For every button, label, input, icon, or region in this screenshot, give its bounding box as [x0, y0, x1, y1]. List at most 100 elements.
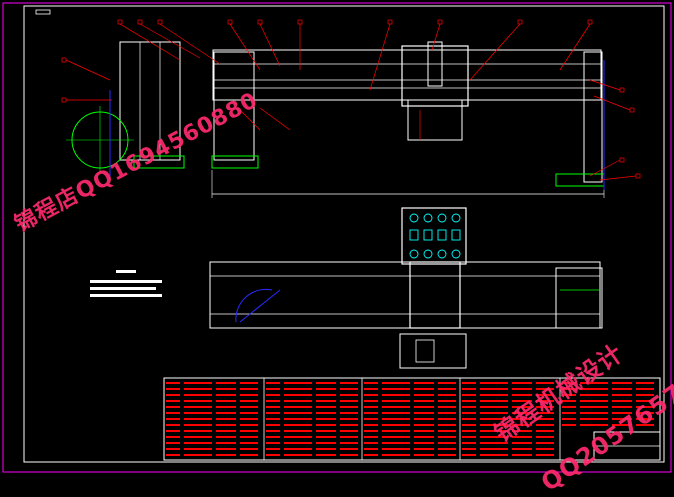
- parts-list-cell: [184, 400, 212, 402]
- parts-list-cell: [580, 388, 608, 390]
- parts-list-cell: [240, 406, 258, 408]
- parts-list-cell: [480, 418, 508, 420]
- parts-list-cell: [166, 418, 180, 420]
- parts-list-cell: [438, 406, 456, 408]
- parts-list-cell: [266, 430, 280, 432]
- parts-list-cell: [536, 424, 554, 426]
- parts-list-cell: [512, 454, 532, 456]
- top-right-block: [555, 267, 603, 329]
- carriage-lower: [407, 99, 463, 141]
- parts-list-cell: [536, 394, 554, 396]
- parts-list-cell: [284, 424, 312, 426]
- parts-list-cell: [316, 454, 336, 456]
- parts-list-cell: [636, 400, 654, 402]
- parts-list-cell: [316, 400, 336, 402]
- parts-list-cell: [536, 400, 554, 402]
- parts-list-cell: [462, 448, 476, 450]
- parts-list-cell: [462, 400, 476, 402]
- parts-list-cell: [536, 406, 554, 408]
- parts-list-cell: [462, 430, 476, 432]
- inner-frame: [23, 5, 665, 463]
- parts-list-cell: [284, 418, 312, 420]
- parts-list-cell: [284, 400, 312, 402]
- parts-list-cell: [364, 382, 378, 384]
- parts-list-cell: [216, 436, 236, 438]
- parts-list-cell: [438, 418, 456, 420]
- parts-list-cell: [612, 424, 632, 426]
- foot-right: [555, 173, 605, 187]
- parts-list-cell: [266, 418, 280, 420]
- parts-list-cell: [462, 382, 476, 384]
- parts-list-cell: [240, 418, 258, 420]
- parts-list-cell: [414, 394, 434, 396]
- parts-list-cell: [382, 430, 410, 432]
- parts-list-cell: [382, 424, 410, 426]
- parts-list-cell: [316, 424, 336, 426]
- parts-list-cell: [382, 382, 410, 384]
- parts-list-cell: [512, 388, 532, 390]
- parts-list-cell: [382, 442, 410, 444]
- main-beam: [212, 49, 602, 101]
- parts-list-rows: [166, 382, 654, 456]
- parts-list-cell: [536, 442, 554, 444]
- parts-list-cell: [382, 400, 410, 402]
- parts-list-cell: [340, 448, 358, 450]
- parts-list-cell: [340, 406, 358, 408]
- parts-list-cell: [284, 388, 312, 390]
- parts-list-cell: [284, 394, 312, 396]
- parts-list-cell: [438, 454, 456, 456]
- parts-list-cell: [266, 424, 280, 426]
- parts-list-cell: [240, 448, 258, 450]
- parts-list-cell: [562, 418, 576, 420]
- parts-list-cell: [216, 394, 236, 396]
- top-view: [209, 207, 603, 369]
- parts-list-cell: [184, 442, 212, 444]
- parts-list-cell: [364, 388, 378, 390]
- parts-list-cell: [438, 388, 456, 390]
- parts-list-cell: [316, 442, 336, 444]
- parts-list-cell: [340, 388, 358, 390]
- parts-list-cell: [184, 418, 212, 420]
- parts-list-cell: [166, 424, 180, 426]
- parts-list-cell: [316, 388, 336, 390]
- parts-list-cell: [414, 400, 434, 402]
- parts-list-cell: [536, 454, 554, 456]
- carriage-motor: [427, 41, 443, 87]
- parts-list-cell: [414, 448, 434, 450]
- parts-list-cell: [480, 382, 508, 384]
- parts-list-cell: [382, 418, 410, 420]
- parts-list-cell: [612, 388, 632, 390]
- parts-list-cell: [462, 412, 476, 414]
- parts-list-cell: [184, 406, 212, 408]
- parts-list-cell: [216, 382, 236, 384]
- foot-left: [133, 155, 185, 169]
- parts-list-cell: [364, 454, 378, 456]
- parts-list-cell: [316, 430, 336, 432]
- parts-list-cell: [166, 412, 180, 414]
- parts-list-cell: [240, 454, 258, 456]
- parts-list-cell: [216, 418, 236, 420]
- carriage: [401, 45, 469, 107]
- parts-list-cell: [166, 454, 180, 456]
- parts-list-cell: [382, 448, 410, 450]
- parts-list-cell: [364, 400, 378, 402]
- parts-list-cell: [364, 424, 378, 426]
- parts-list-cell: [340, 412, 358, 414]
- parts-list-cell: [580, 424, 608, 426]
- parts-list-cell: [166, 442, 180, 444]
- parts-list-cell: [462, 406, 476, 408]
- parts-list-cell: [284, 412, 312, 414]
- parts-list-cell: [462, 442, 476, 444]
- parts-list-cell: [166, 448, 180, 450]
- parts-list-cell: [284, 430, 312, 432]
- parts-list-cell: [382, 436, 410, 438]
- parts-list-cell: [364, 436, 378, 438]
- parts-list-cell: [216, 412, 236, 414]
- tray-holes: [409, 213, 461, 259]
- parts-list-cell: [240, 382, 258, 384]
- mid-column: [213, 51, 255, 161]
- parts-list-cell: [536, 388, 554, 390]
- parts-list-cell: [284, 448, 312, 450]
- parts-list-cell: [240, 436, 258, 438]
- parts-list-cell: [438, 448, 456, 450]
